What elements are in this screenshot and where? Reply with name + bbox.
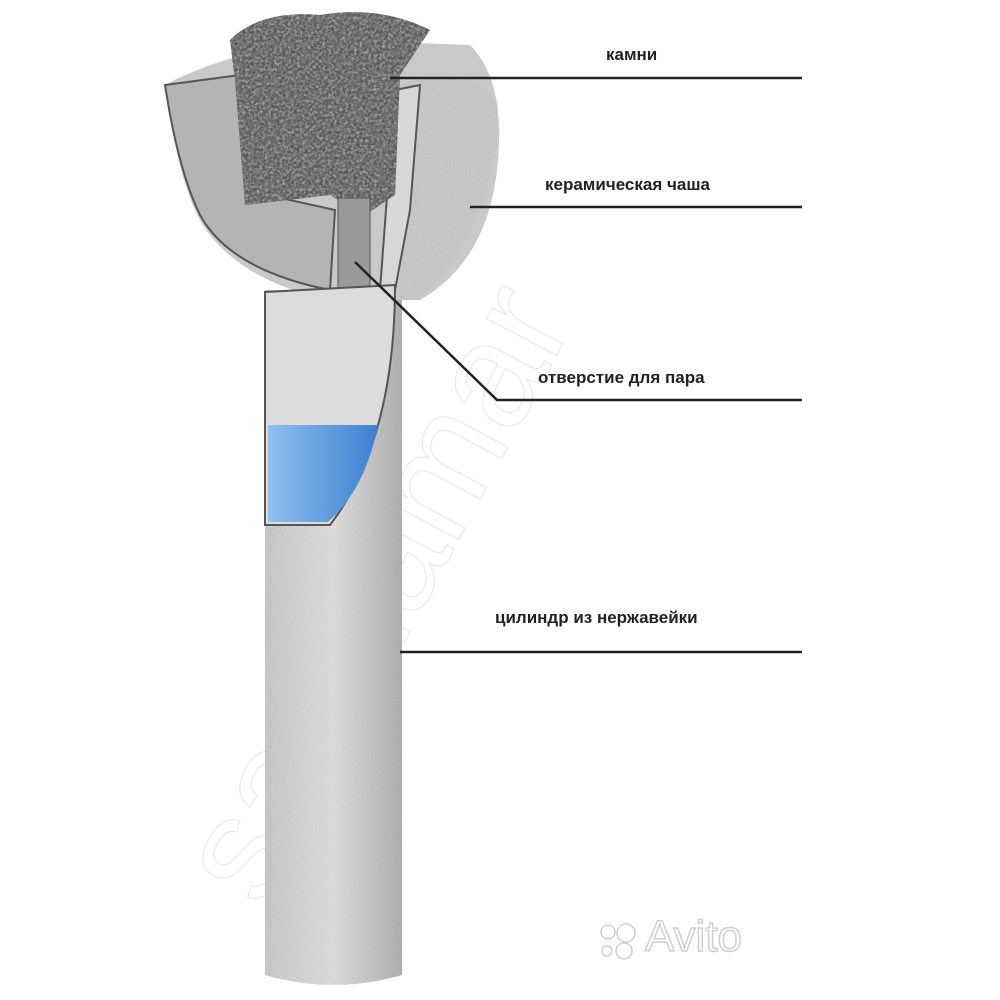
label-cylinder: цилиндр из нержавейки (495, 608, 698, 627)
leader-lines (354, 76, 802, 654)
steam-pipe (337, 197, 371, 294)
label-stones: камни (606, 45, 658, 64)
cylinder-cutaway (264, 283, 397, 526)
water (268, 425, 378, 522)
label-ceramic-bowl: керамическая чаша (545, 175, 710, 194)
label-steam-hole: отверстие для пара (538, 368, 705, 387)
stones (230, 12, 430, 216)
avito-watermark: Avito (644, 911, 743, 962)
avito-logo-icon (600, 923, 636, 960)
